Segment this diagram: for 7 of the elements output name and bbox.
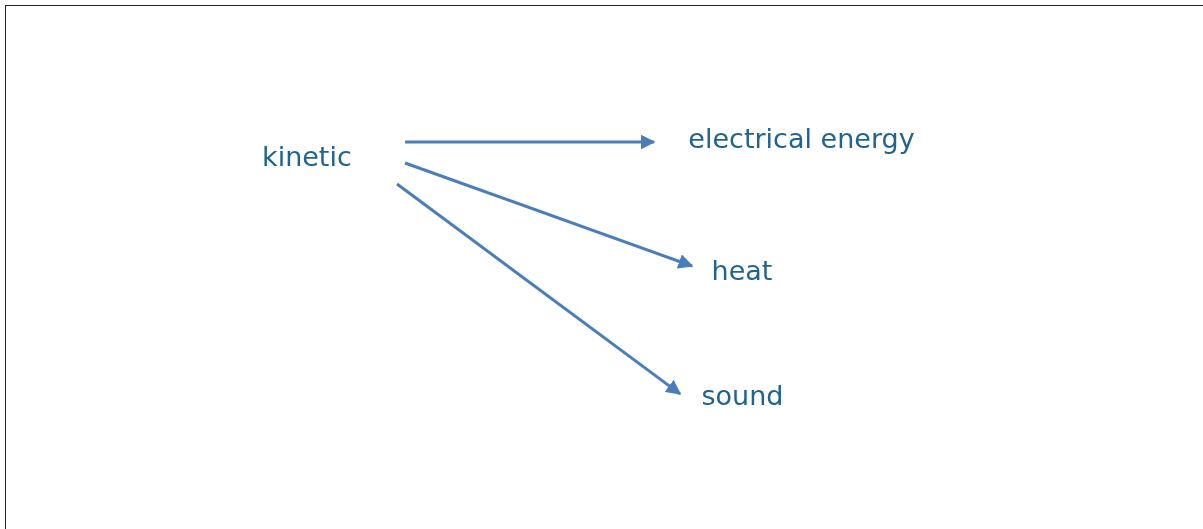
arrow	[396, 182, 682, 396]
node-label: electrical energy	[688, 122, 915, 154]
node-label: heat	[711, 254, 773, 286]
node-label: kinetic	[262, 140, 352, 172]
node-label: sound	[701, 379, 784, 411]
arrow	[405, 134, 656, 150]
arrow	[404, 161, 694, 269]
